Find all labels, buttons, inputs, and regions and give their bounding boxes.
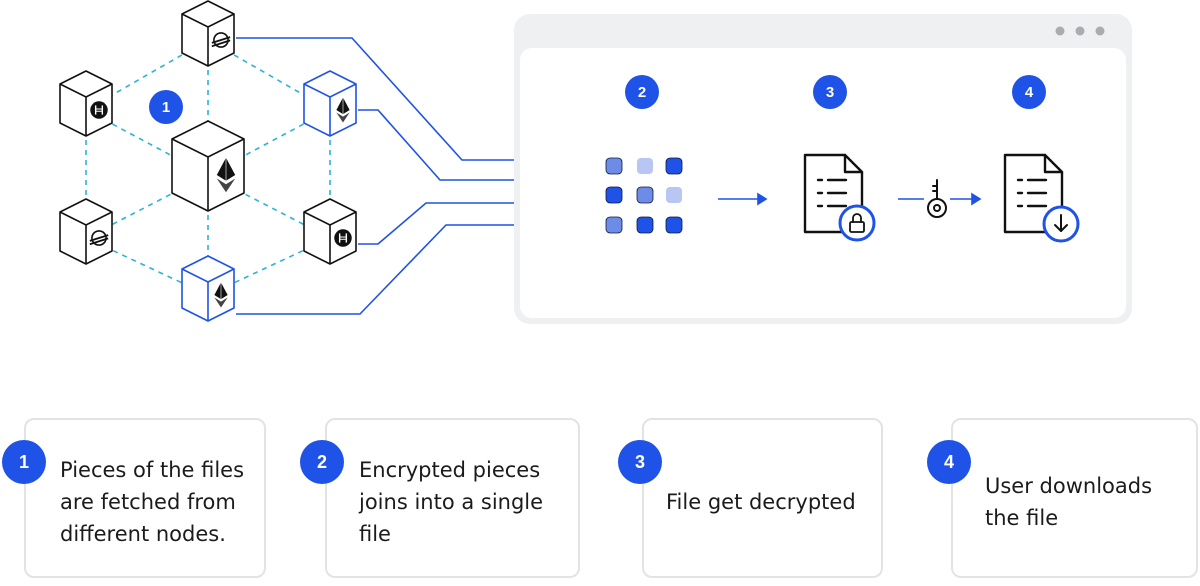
step-badge-1: 1 <box>2 440 46 484</box>
step-card-2 <box>325 418 580 578</box>
step-badge-3: 3 <box>618 440 662 484</box>
encrypted-pieces-grid-icon <box>605 157 683 234</box>
marker-3: 3 <box>813 75 847 109</box>
step-card-3 <box>642 418 883 578</box>
ethereum-icon <box>216 157 236 193</box>
step-card-4 <box>951 418 1198 578</box>
window-dot <box>1095 26 1105 36</box>
stellar-icon <box>89 230 109 246</box>
step-text-3: File get decrypted <box>666 490 856 514</box>
network-nodes <box>59 0 357 322</box>
step-badge-2: 2 <box>300 440 344 484</box>
hedera-icon <box>90 101 108 119</box>
step-badge-4: 4 <box>927 440 971 484</box>
stellar-icon <box>211 32 231 48</box>
step-text-1: Pieces of the files are fetched from dif… <box>60 458 245 546</box>
svg-text:1: 1 <box>162 99 170 116</box>
svg-text:2: 2 <box>638 84 646 101</box>
window-dot <box>1075 26 1085 36</box>
marker-1: 1 <box>149 90 183 124</box>
step-card-1 <box>24 418 266 578</box>
node-cube <box>181 0 235 67</box>
step-text-4: User downloads the file <box>985 474 1153 530</box>
svg-text:4: 4 <box>1025 84 1034 101</box>
node-cube <box>303 70 357 137</box>
marker-4: 4 <box>1012 75 1046 109</box>
svg-text:3: 3 <box>826 84 834 101</box>
step-text-2: Encrypted pieces joins into a single fil… <box>359 458 544 546</box>
connection-lines <box>236 37 565 315</box>
node-cube <box>59 70 113 137</box>
locked-document-icon <box>803 153 876 242</box>
node-cube <box>181 255 235 322</box>
download-document-icon <box>1003 153 1080 243</box>
node-cube <box>303 198 357 265</box>
arrow-right-icon <box>898 192 982 206</box>
ethereum-icon <box>336 97 350 123</box>
marker-2: 2 <box>625 75 659 109</box>
ethereum-icon <box>214 282 228 308</box>
node-cube <box>171 120 245 212</box>
window-dot <box>1055 26 1065 36</box>
node-cube <box>59 198 113 265</box>
hedera-icon <box>334 229 352 247</box>
key-icon <box>927 179 947 218</box>
arrow-right-icon <box>718 192 768 206</box>
